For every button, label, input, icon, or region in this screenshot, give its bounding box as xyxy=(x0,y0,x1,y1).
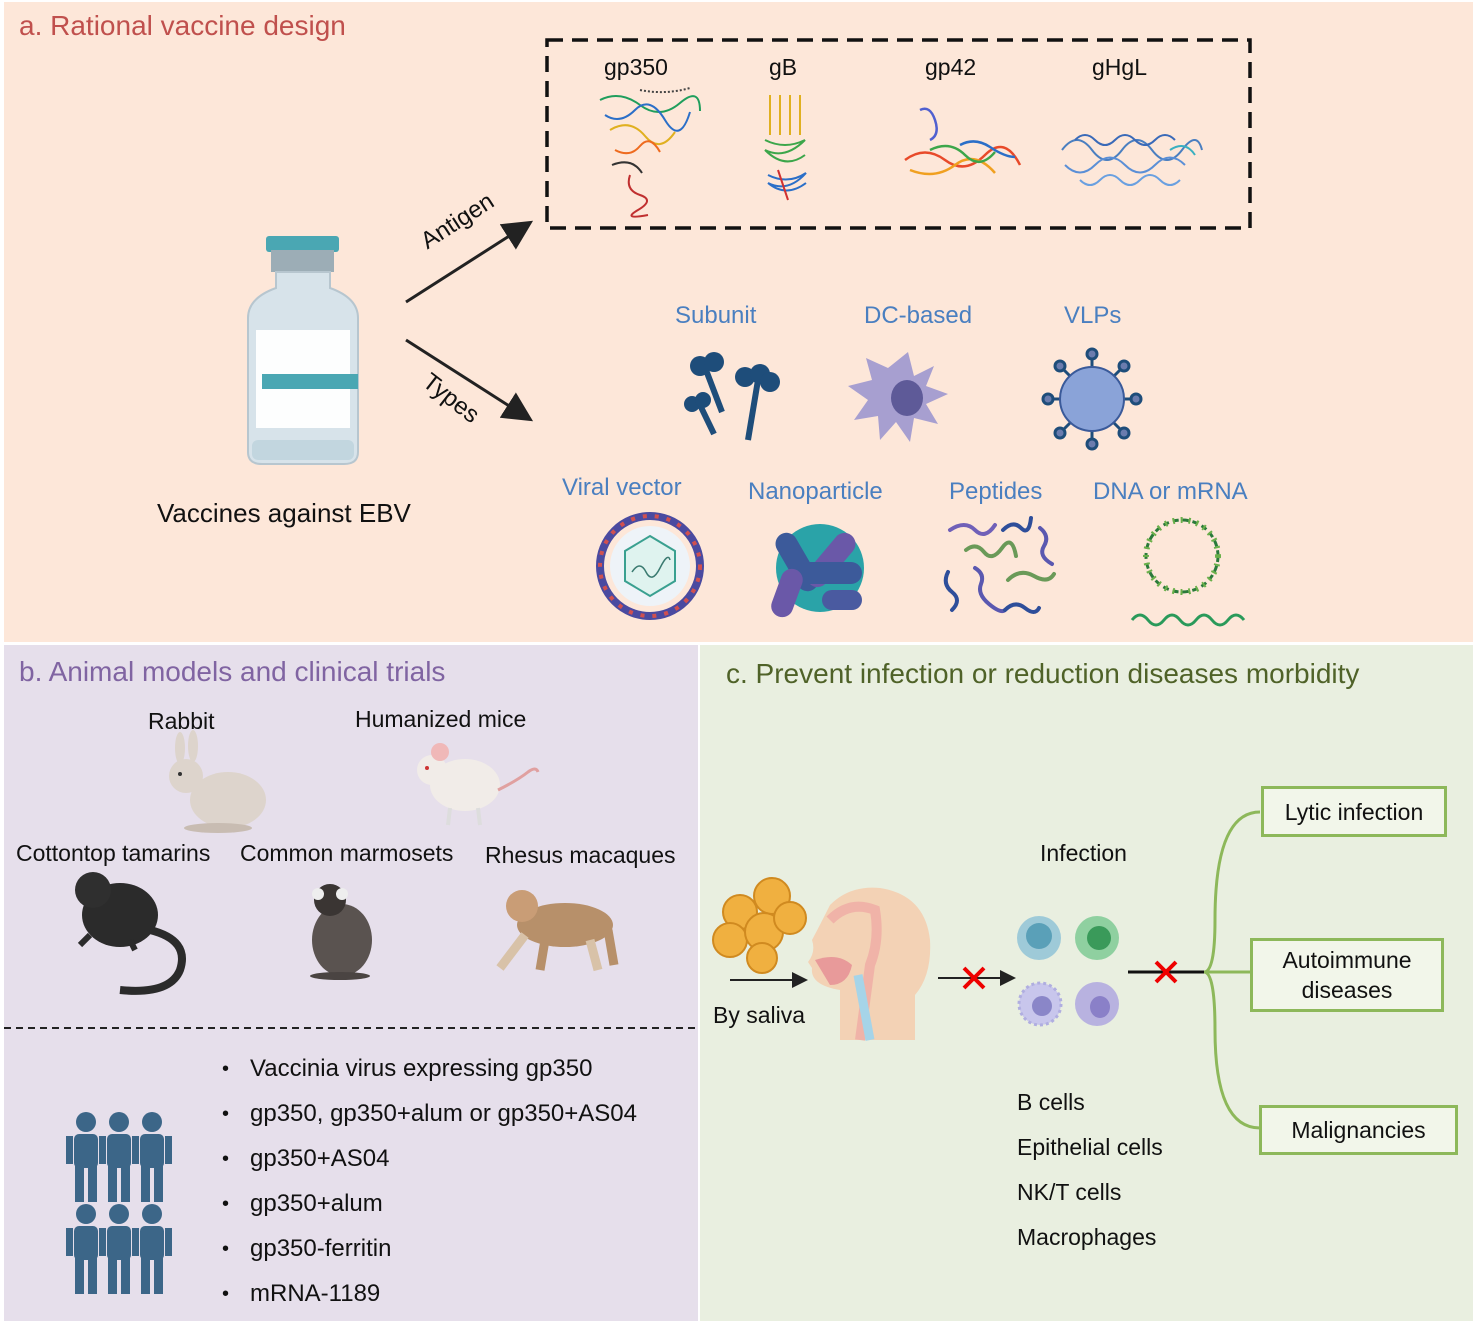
cell-type-item: NK/T cells xyxy=(1017,1179,1122,1205)
panel-c-title: c. Prevent infection or reduction diseas… xyxy=(726,658,1360,689)
clinical-trials-list: Vaccinia virus expressing gp350 gp350, g… xyxy=(222,1052,637,1322)
type-label-dc-based: DC-based xyxy=(864,302,973,329)
animal-label-rhesus-macaques: Rhesus macaques xyxy=(485,842,676,868)
antigen-box xyxy=(545,38,1252,230)
cell-type-item: Macrophages xyxy=(1017,1224,1157,1250)
humanized-mouse-icon xyxy=(417,743,540,826)
vaccine-label: Vaccines against EBV xyxy=(157,498,411,528)
outcome-branches xyxy=(1203,810,1261,1130)
trial-item: gp350-ferritin xyxy=(222,1232,637,1277)
gp42-structure-icon xyxy=(904,107,1022,176)
gp350-structure-icon xyxy=(599,87,701,218)
trial-item: Vaccinia virus expressing gp350 xyxy=(222,1052,637,1097)
panel-b-title: b. Animal models and clinical trials xyxy=(19,656,446,687)
antigen-label-gb: gB xyxy=(769,54,798,80)
outcome-lytic-infection: Lytic infection xyxy=(1261,786,1447,837)
common-marmoset-icon xyxy=(310,884,372,980)
nk-t-cell-icon xyxy=(1017,981,1063,1027)
type-label-viral-vector: Viral vector xyxy=(562,474,682,501)
trial-item: gp350+alum xyxy=(222,1187,637,1232)
block-x-icon xyxy=(1154,960,1178,984)
peptides-icon xyxy=(943,516,1056,614)
rabbit-icon xyxy=(169,730,266,833)
vlp-icon xyxy=(1041,347,1143,451)
type-label-peptides: Peptides xyxy=(949,478,1043,505)
animal-label-cottontop-tamarins: Cottontop tamarins xyxy=(16,840,211,866)
dna-mrna-icon xyxy=(1130,517,1246,627)
saliva-label: By saliva xyxy=(713,1002,806,1028)
type-label-dna-mrna: DNA or mRNA xyxy=(1093,478,1248,505)
trial-item: mRNA-1189 xyxy=(222,1277,637,1322)
animal-label-common-marmosets: Common marmosets xyxy=(240,840,454,866)
trial-item: gp350+AS04 xyxy=(222,1142,637,1187)
epithelial-cell-icon xyxy=(1075,916,1119,960)
subunit-icon xyxy=(684,352,780,441)
block-x-icon xyxy=(962,966,986,990)
type-label-nanoparticle: Nanoparticle xyxy=(748,478,883,505)
antigen-arrow xyxy=(405,220,534,304)
antigen-label-gp42: gp42 xyxy=(925,54,977,80)
outcome-malignancies: Malignancies xyxy=(1259,1105,1458,1155)
types-arrow xyxy=(405,338,534,422)
outcome-autoimmune-diseases: Autoimmune diseases xyxy=(1250,938,1444,1012)
antigen-label-ghgl: gHgL xyxy=(1092,54,1147,80)
type-label-vlps: VLPs xyxy=(1064,302,1122,329)
cell-types-list: B cells Epithelial cells NK/T cells Macr… xyxy=(1017,1085,1163,1265)
gb-structure-icon xyxy=(764,95,807,201)
head-profile-icon xyxy=(808,887,931,1041)
infection-label: Infection xyxy=(1040,840,1127,866)
people-icon xyxy=(66,1112,172,1294)
cell-type-item: B cells xyxy=(1017,1089,1085,1115)
dc-based-icon xyxy=(848,352,948,442)
panel-a-title: a. Rational vaccine design xyxy=(19,10,346,41)
trial-item: gp350, gp350+alum or gp350+AS04 xyxy=(222,1097,637,1142)
cell-type-item: Epithelial cells xyxy=(1017,1134,1163,1160)
type-label-subunit: Subunit xyxy=(675,302,757,329)
rhesus-macaque-icon xyxy=(496,890,619,972)
macrophage-icon xyxy=(1075,982,1119,1026)
cottontop-tamarin-icon xyxy=(75,872,186,995)
nanoparticle-icon xyxy=(771,524,864,618)
b-cell-icon xyxy=(1017,916,1061,960)
animal-label-rabbit: Rabbit xyxy=(148,708,215,734)
ghgl-structure-icon xyxy=(1061,134,1203,186)
antigen-label-gp350: gp350 xyxy=(604,54,668,80)
viral-vector-icon xyxy=(596,512,704,620)
vaccine-vial-icon xyxy=(247,236,359,465)
animal-label-humanized-mice: Humanized mice xyxy=(355,706,527,732)
ebv-virus-icon xyxy=(712,877,807,974)
